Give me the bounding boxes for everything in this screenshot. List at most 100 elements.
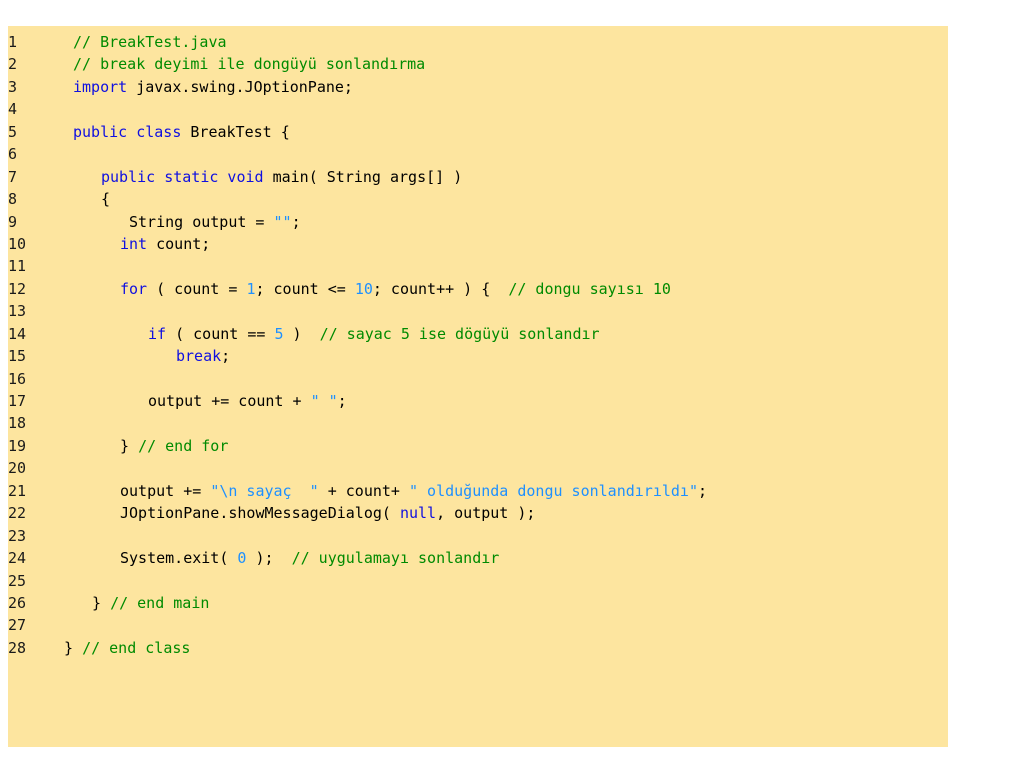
- line-number: 19: [8, 436, 27, 455]
- code-token: count;: [147, 234, 211, 253]
- code-text: break;: [176, 345, 230, 367]
- code-line: 6: [8, 143, 948, 165]
- code-token: }: [120, 436, 139, 455]
- line-number: 28: [8, 638, 27, 657]
- code-token: output += count +: [148, 392, 311, 410]
- code-text: JOptionPane.showMessageDialog( null, out…: [120, 502, 535, 524]
- line-number: 25: [8, 571, 27, 590]
- line-number: 24: [8, 549, 27, 568]
- code-text: output += "\n sayaç " + count+ " olduğun…: [120, 480, 707, 502]
- line-number: 12: [8, 279, 27, 298]
- line-number: 8: [8, 190, 18, 209]
- code-line: 20: [8, 457, 948, 479]
- keyword-token: null: [399, 504, 437, 523]
- code-line: 7 public static void main( String args[] …: [8, 166, 948, 188]
- code-line: 19} // end for: [8, 435, 948, 457]
- keyword-token: for: [120, 279, 148, 298]
- code-text: // break deyimi ile dongüyü sonlandırma: [73, 53, 425, 75]
- string-token: " ": [310, 392, 338, 410]
- comment-token: // end class: [82, 638, 191, 657]
- keyword-token: import: [73, 77, 128, 96]
- code-listing: 1 // BreakTest.java 2// break deyimi ile d…: [8, 31, 948, 659]
- line-number: 20: [8, 459, 27, 478]
- code-text: System.exit( 0 ); // uygulamayı sonlandı…: [120, 547, 499, 569]
- code-token: output +=: [120, 481, 211, 500]
- line-number: 9: [8, 212, 18, 231]
- string-token: " olduğunda dongu sonlandırıldı": [409, 481, 698, 500]
- code-token: ( count =: [147, 279, 247, 298]
- code-line: 15 break;: [8, 345, 948, 367]
- code-text: } // end main: [92, 592, 209, 614]
- code-token: }: [92, 593, 111, 612]
- code-line: 13: [8, 300, 948, 322]
- comment-token: // break deyimi ile dongüyü sonlandırma: [73, 55, 426, 74]
- code-token: ; count++ ) {: [372, 279, 509, 298]
- line-number: 10: [8, 234, 27, 253]
- code-token: System.exit(: [120, 549, 238, 568]
- code-text: if ( count == 5 ) // sayac 5 ise dögüyü …: [148, 323, 600, 345]
- line-number: 18: [8, 414, 27, 433]
- code-line: 16: [8, 368, 948, 390]
- code-line: 22 JOptionPane.showMessageDialog( null, o…: [8, 502, 948, 524]
- code-token: main( String args[] ): [263, 167, 463, 186]
- code-panel: 1 // BreakTest.java 2// break deyimi ile d…: [8, 26, 948, 747]
- code-token: ; count <=: [255, 279, 355, 298]
- code-text: public class BreakTest {: [73, 121, 290, 143]
- code-line: 5 public class BreakTest {: [8, 121, 948, 143]
- line-number: 17: [8, 392, 27, 410]
- line-number: 27: [8, 616, 27, 635]
- code-line: 24 System.exit( 0 ); // uygulamayı sonlan…: [8, 547, 948, 569]
- line-number: 4: [8, 100, 18, 119]
- line-number: 13: [8, 302, 27, 321]
- code-text: } // end class: [64, 637, 190, 659]
- line-number: 3: [8, 77, 18, 96]
- code-text: {: [101, 188, 110, 210]
- comment-token: // BreakTest.java: [73, 33, 227, 51]
- code-line: 10 int count;: [8, 233, 948, 255]
- line-number: 11: [8, 257, 27, 276]
- code-line: 25: [8, 570, 948, 592]
- line-number: 23: [8, 526, 27, 545]
- code-line: 2// break deyimi ile dongüyü sonlandırma: [8, 53, 948, 75]
- keyword-token: public static void: [101, 167, 264, 186]
- code-text: } // end for: [120, 435, 228, 457]
- code-token: ;: [697, 481, 708, 500]
- code-token: javax.swing.JOptionPane;: [127, 77, 353, 96]
- number-token: 10: [354, 279, 373, 298]
- code-line: 28} // end class: [8, 637, 948, 659]
- code-token: }: [64, 638, 83, 657]
- code-token: JOptionPane.showMessageDialog(: [120, 504, 400, 523]
- code-token: , output );: [436, 504, 536, 523]
- code-line: 23: [8, 525, 948, 547]
- line-number: 7: [8, 167, 18, 186]
- code-line: 4: [8, 98, 948, 120]
- number-token: 5: [274, 324, 284, 343]
- code-text: output += count + " ";: [148, 390, 347, 412]
- code-text: // BreakTest.java: [73, 31, 227, 53]
- code-token: ;: [221, 347, 231, 366]
- line-number: 21: [8, 481, 27, 500]
- code-line: 11: [8, 255, 948, 277]
- line-number: 22: [8, 504, 27, 523]
- comment-token: // sayac 5 ise dögüyü sonlandır: [319, 324, 600, 343]
- line-number: 1: [8, 33, 18, 51]
- number-token: 0: [237, 549, 247, 568]
- comment-token: // end for: [138, 436, 229, 455]
- keyword-token: if: [148, 324, 167, 343]
- code-text: int count;: [120, 233, 210, 255]
- string-token: "\n sayaç ": [210, 481, 319, 500]
- keyword-token: break: [176, 347, 222, 366]
- comment-token: // end main: [110, 593, 210, 612]
- code-line: 21 output += "\n sayaç " + count+ " olduğ…: [8, 480, 948, 502]
- code-token: ;: [291, 212, 301, 231]
- code-line: 12 for ( count = 1; count <= 10; count++ …: [8, 278, 948, 300]
- line-number: 5: [8, 122, 18, 141]
- line-number: 15: [8, 347, 27, 366]
- code-line: 27: [8, 614, 948, 636]
- keyword-token: int: [120, 234, 148, 253]
- code-text: import javax.swing.JOptionPane;: [73, 76, 353, 98]
- code-text: for ( count = 1; count <= 10; count++ ) …: [120, 278, 671, 300]
- code-token: {: [101, 190, 111, 209]
